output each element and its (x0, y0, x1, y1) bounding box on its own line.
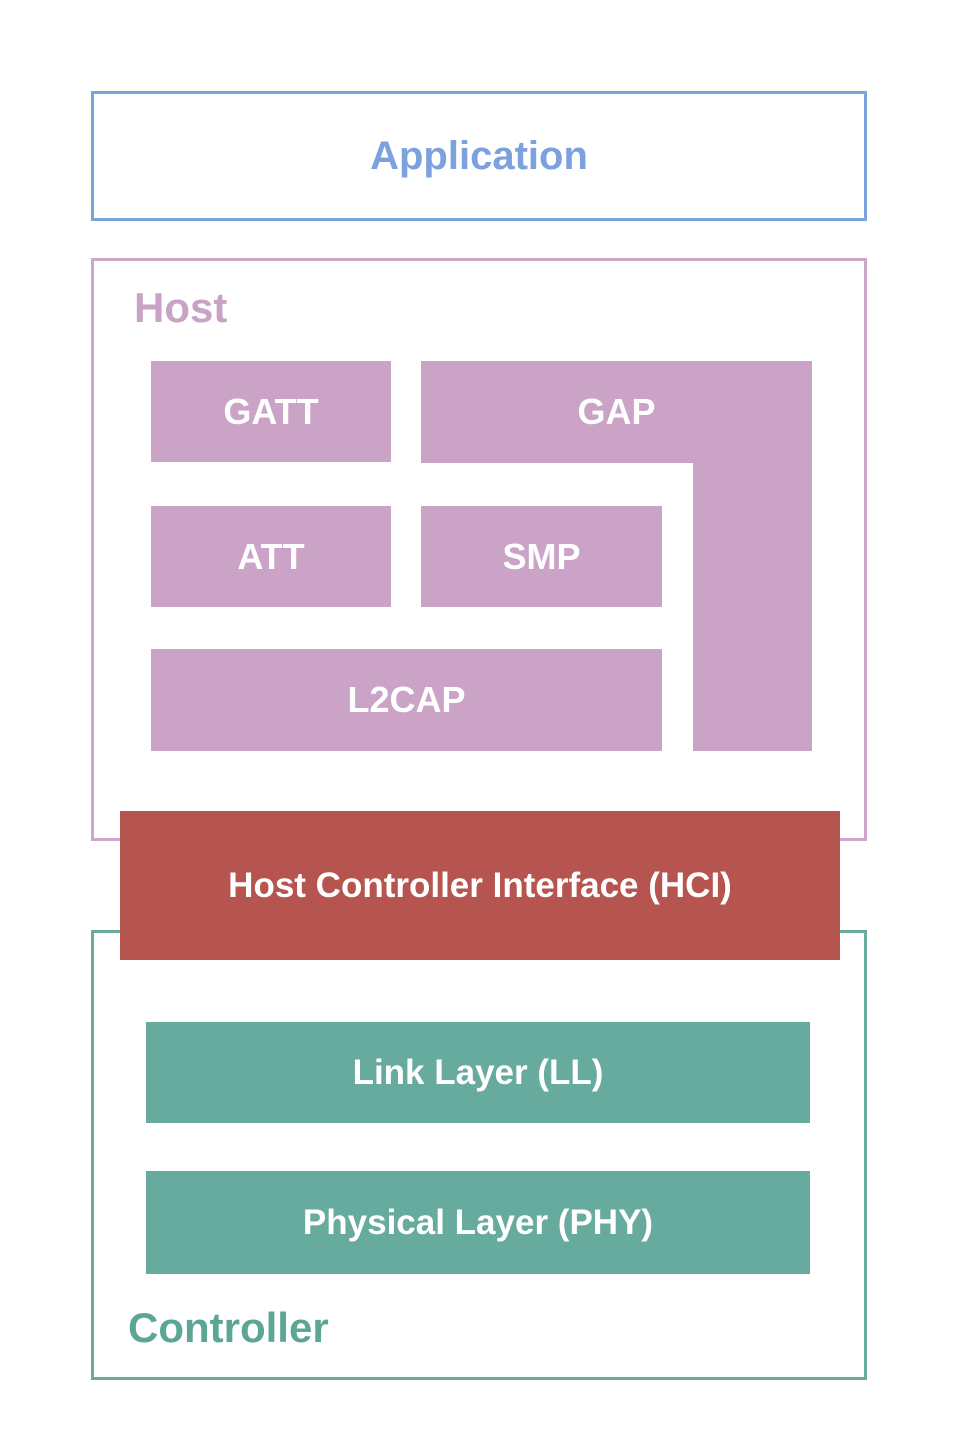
smp-box: SMP (421, 506, 662, 607)
gap-right-leg (693, 463, 812, 751)
physical-layer-box: Physical Layer (PHY) (146, 1171, 810, 1274)
host-box: Host GATT GAP ATT SMP L2CAP (91, 258, 867, 841)
gatt-label: GATT (223, 390, 319, 432)
link-layer-box: Link Layer (LL) (146, 1022, 810, 1123)
link-layer-label: Link Layer (LL) (352, 1052, 604, 1092)
gap-top-bar: GAP (421, 361, 812, 463)
controller-label: Controller (128, 1304, 329, 1351)
att-label: ATT (237, 535, 305, 577)
physical-layer-label: Physical Layer (PHY) (302, 1202, 654, 1242)
hci-label: Host Controller Interface (HCI) (228, 865, 732, 905)
smp-label: SMP (502, 535, 581, 577)
hci-box: Host Controller Interface (HCI) (120, 811, 840, 960)
gap-label: GAP (577, 391, 656, 432)
application-box: Application (91, 91, 867, 221)
gatt-box: GATT (151, 361, 391, 462)
l2cap-box: L2CAP (151, 649, 662, 751)
application-label: Application (370, 133, 588, 178)
att-box: ATT (151, 506, 391, 607)
host-label: Host (134, 284, 228, 331)
l2cap-label: L2CAP (347, 679, 466, 720)
controller-box: Link Layer (LL) Physical Layer (PHY) Con… (91, 930, 867, 1380)
